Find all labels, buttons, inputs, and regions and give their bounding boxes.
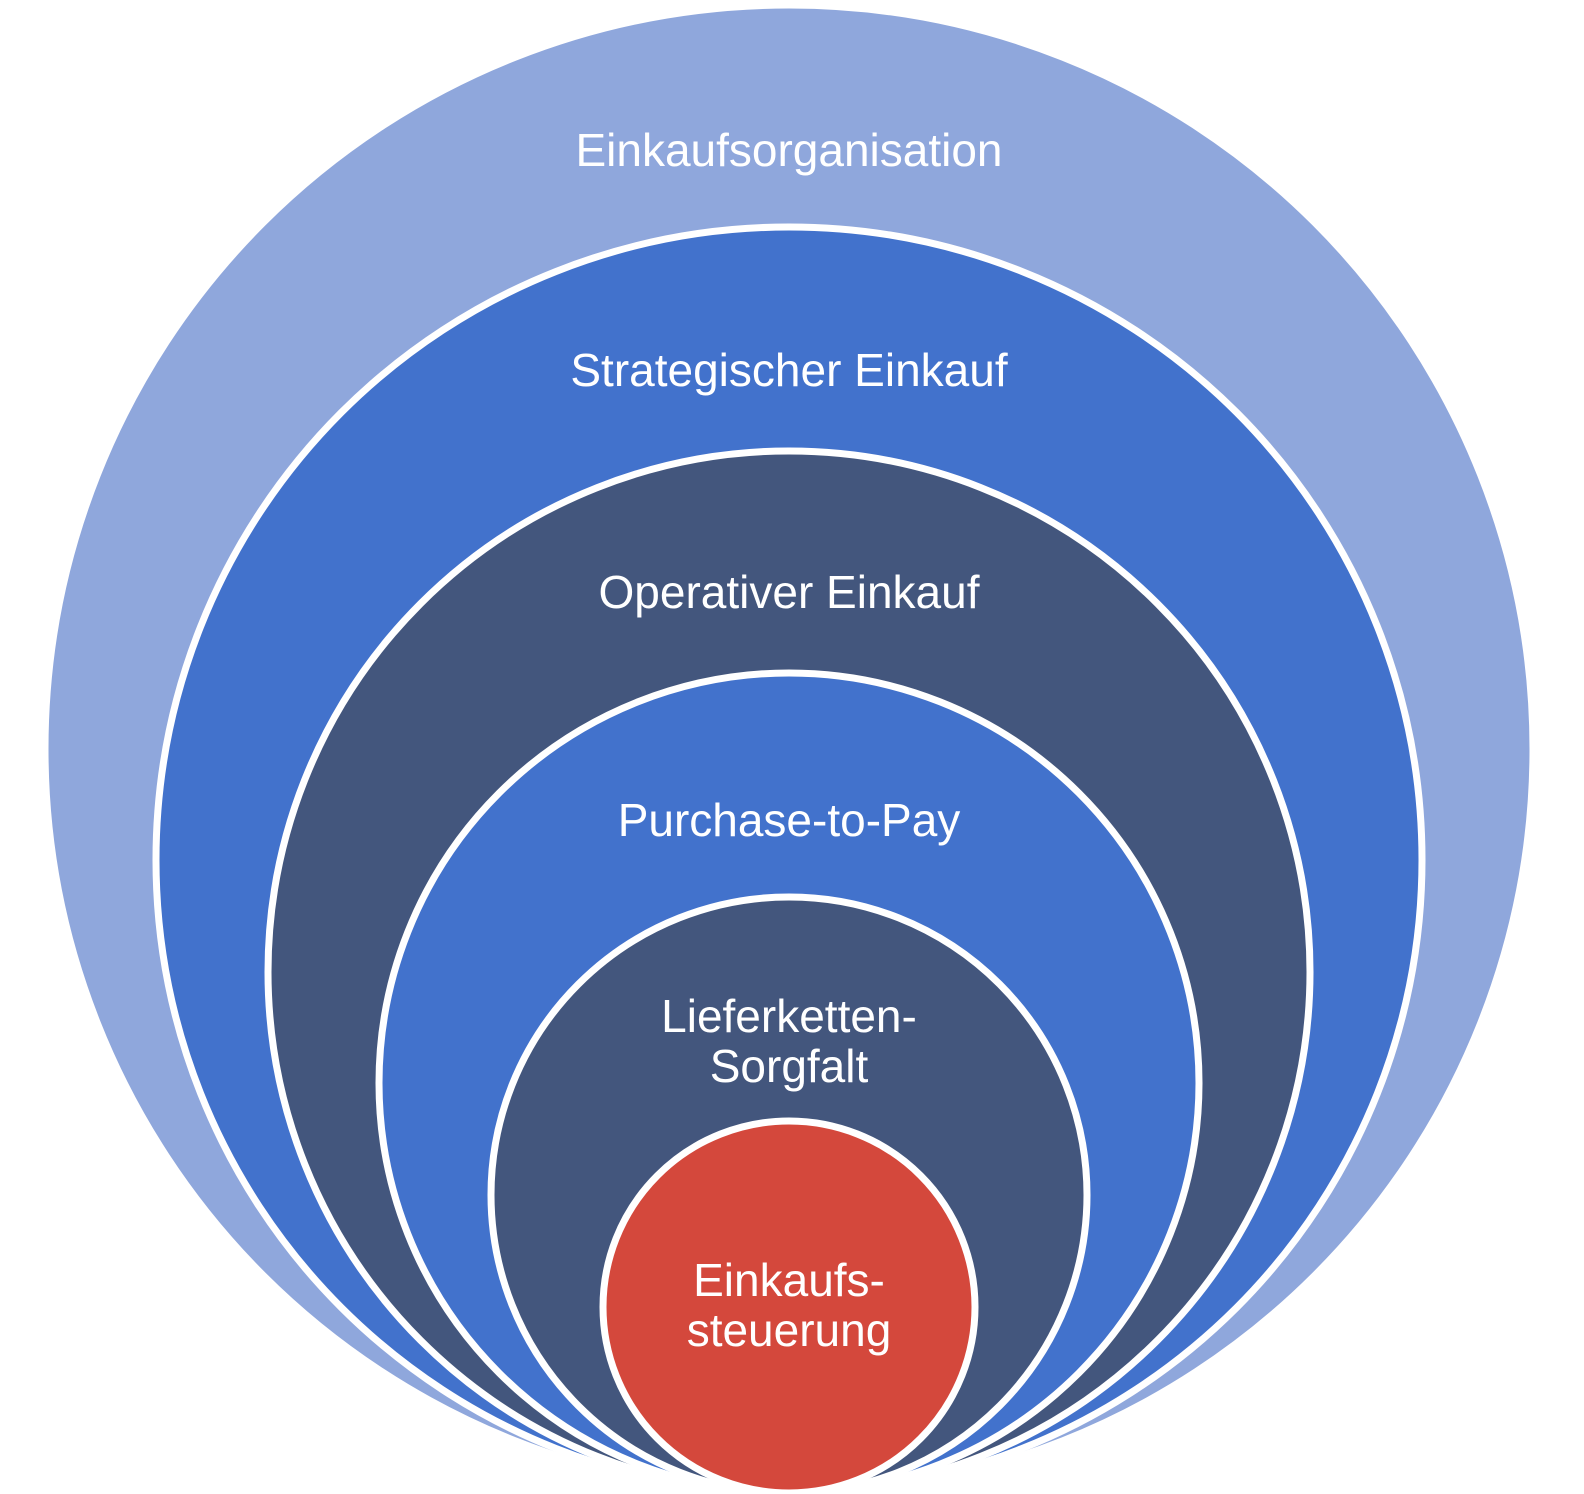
label-line-strategischer-einkauf-0: Strategischer Einkauf <box>570 344 1007 396</box>
label-purchase-to-pay: Purchase-to-Pay <box>618 794 961 846</box>
label-line-einkaufsorganisation-0: Einkaufsorganisation <box>575 124 1002 176</box>
label-lieferketten-sorgfalt: Lieferketten-Sorgfalt <box>661 990 917 1092</box>
label-operativer-einkauf: Operativer Einkauf <box>599 566 980 618</box>
label-strategischer-einkauf: Strategischer Einkauf <box>570 344 1007 396</box>
rings-layer <box>41 1 1537 1494</box>
label-line-einkaufssteuerung-0: Einkaufs- <box>693 1254 885 1306</box>
circle-einkaufssteuerung <box>599 1117 979 1494</box>
label-einkaufsorganisation: Einkaufsorganisation <box>575 124 1002 176</box>
label-line-lieferketten-sorgfalt-0: Lieferketten- <box>661 990 917 1042</box>
label-line-operativer-einkauf-0: Operativer Einkauf <box>599 566 980 618</box>
label-einkaufssteuerung: Einkaufs-steuerung <box>687 1254 892 1356</box>
label-line-einkaufssteuerung-1: steuerung <box>687 1304 892 1356</box>
label-line-lieferketten-sorgfalt-1: Sorgfalt <box>710 1040 869 1092</box>
label-line-purchase-to-pay-0: Purchase-to-Pay <box>618 794 961 846</box>
